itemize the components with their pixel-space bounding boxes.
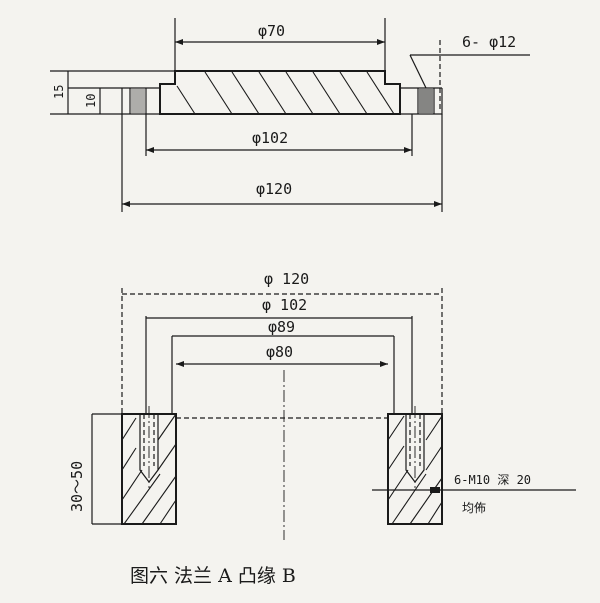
thread-callout: 6-M10 深 20 均佈 — [372, 473, 576, 515]
dim-height-b: 30～50 — [68, 414, 93, 524]
flange-b-threaded-hole-left — [139, 406, 159, 488]
flange-b-section: φ 120 φ 102 φ89 φ80 30～50 — [68, 270, 576, 540]
label-holes: 6- φ12 — [462, 33, 516, 51]
flange-b-threaded-hole-right — [405, 406, 425, 488]
label-phi120-b: φ 120 — [264, 270, 309, 288]
label-thread: 6-M10 深 20 — [454, 473, 531, 487]
dim-phi89: φ89 — [171, 318, 395, 414]
label-height-b: 30～50 — [68, 461, 86, 512]
label-h10: 10 — [84, 94, 98, 108]
flange-b-hatch-left — [121, 413, 177, 525]
label-h15: 15 — [52, 85, 66, 99]
dim-phi120-a: φ120 — [121, 114, 443, 212]
label-thread-dist: 均佈 — [462, 500, 486, 515]
dim-phi102-a: φ102 — [145, 114, 413, 156]
dim-phi80: φ80 — [176, 343, 388, 367]
label-phi102-a: φ102 — [252, 129, 288, 147]
dim-holes: 6- φ12 — [409, 33, 530, 110]
label-phi70: φ70 — [258, 22, 285, 40]
label-phi89: φ89 — [268, 318, 295, 336]
flange-a-section: φ70 6- φ12 15 10 φ102 — [50, 18, 530, 212]
flange-b-hatch-right — [387, 415, 443, 525]
label-phi102-b: φ 102 — [262, 296, 307, 314]
flange-a-plate — [121, 87, 443, 115]
dim-phi102-b: φ 102 — [145, 296, 413, 414]
dim-phi70: φ70 — [174, 18, 386, 71]
label-phi120-a: φ120 — [256, 180, 292, 198]
flange-a-bolt-hole-right — [417, 88, 435, 114]
figure-caption: 图六 法兰 A 凸缘 B — [130, 565, 296, 587]
dim-heights: 15 10 — [50, 70, 175, 115]
flange-a-bolt-hole-left — [129, 88, 147, 114]
dim-phi120-b: φ 120 — [121, 270, 443, 414]
flange-a-boss — [159, 70, 401, 115]
label-phi80: φ80 — [266, 343, 293, 361]
